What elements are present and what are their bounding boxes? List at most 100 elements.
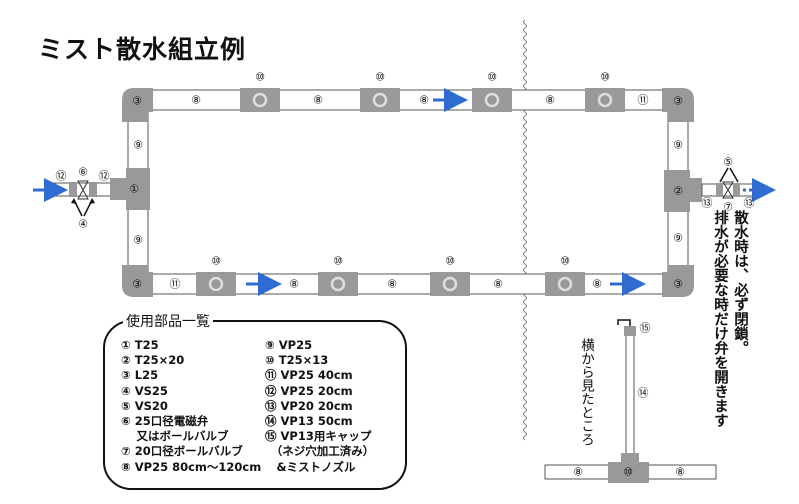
parts-list-item: ⑤ VS20 (121, 398, 168, 413)
label-pipe8: ⑧ (545, 94, 555, 107)
label-pipe8: ⑧ (191, 94, 201, 107)
tee-fitting (430, 272, 470, 296)
tee-fitting (585, 88, 625, 112)
label-tee: ⑩ (211, 255, 221, 268)
cap (624, 326, 636, 336)
label-pipe14: ⑭ (638, 387, 649, 400)
label-tee: ⑩ (445, 255, 455, 268)
parts-list-item: ⑩ T25×13 (265, 353, 329, 368)
label-tee: ⑩ (600, 71, 610, 84)
label-pipe8: ⑧ (592, 278, 602, 291)
riser-hole-icon (484, 92, 500, 108)
socket-right (733, 183, 740, 197)
label-tee-reducer: ② (673, 185, 683, 198)
parts-list-item: ② T25×20 (121, 353, 185, 368)
label-pipe8: ⑧ (289, 278, 299, 291)
riser-hole-icon (252, 92, 268, 108)
label-cap15: ⑮ (640, 322, 651, 335)
label-tee: ⑩ (333, 255, 343, 268)
tee-fitting (240, 88, 280, 112)
parts-list-item: ⑨ VP25 (265, 338, 313, 352)
pointer-arrow (719, 167, 729, 183)
parts-list-title: 使用部品一覧 (123, 311, 213, 331)
label-pipe8: ⑧ (493, 278, 503, 291)
label-pipe11: ⑪ (170, 278, 181, 291)
parts-list-item: ⑥ 25口径電磁弁 又はボールバルブ (121, 414, 229, 444)
side-tee (608, 453, 649, 483)
elbow-bottom-right (662, 265, 694, 297)
parts-list-item: ⑪ VP25 40cm (265, 368, 353, 383)
parts-list-item: ⑧ VP25 80cm～120cm (121, 459, 262, 474)
parts-list-item: ⑦ 20口径ボールバルブ (121, 444, 243, 459)
tee-fitting (545, 272, 585, 296)
label-pipe9: ⑨ (673, 139, 683, 152)
parts-list-item: ⑮ VP13用キャップ （ネジ穴加工済み） &ミストノズル (265, 429, 375, 474)
pointer-arrowheads (71, 198, 95, 204)
tee-fitting (196, 272, 236, 296)
page-title: ミスト散水組立例 (38, 35, 247, 64)
label-tee: ⑩ (255, 71, 265, 84)
mist-nozzle-icon (617, 319, 631, 326)
label-tee: ⑩ (487, 71, 497, 84)
label-valve7: ⑦ (723, 201, 733, 214)
tee-main (110, 168, 150, 210)
label-pipe11: ⑪ (638, 94, 649, 107)
break-line (523, 19, 527, 441)
side-view-caption: 横から見たところ (578, 338, 594, 446)
label-pipe9: ⑨ (673, 232, 683, 245)
label-pipe13: ⑬ (744, 197, 755, 210)
tee-fitting (318, 272, 358, 296)
label-pipe13: ⑬ (702, 197, 713, 210)
parts-list-item: ⑭ VP13 50cm (265, 414, 353, 429)
label-pipe8: ⑧ (675, 466, 685, 479)
label-pipe8: ⑧ (573, 466, 583, 479)
valve-icon (77, 180, 89, 200)
riser-hole-icon (597, 92, 613, 108)
parts-list-item: ③ L25 (121, 368, 159, 383)
label-tee: ⑩ (623, 466, 633, 479)
parts-list-item: ① T25 (121, 338, 159, 352)
label-pipe9: ⑨ (133, 234, 143, 247)
tee-fitting (360, 88, 400, 112)
socket-right (89, 182, 97, 197)
note-line1: 散水時は、必ず閉鎖。 (732, 210, 748, 355)
label-tee-main: ① (129, 183, 139, 196)
label-socket20: ⑤ (723, 156, 733, 169)
riser-hole-icon (330, 276, 346, 292)
label-tee: ⑩ (560, 255, 570, 268)
parts-list-item: ⑫ VP25 20cm (265, 383, 353, 398)
label-pipe9: ⑨ (133, 139, 143, 152)
label-pipe8: ⑧ (387, 278, 397, 291)
label-elbow: ③ (132, 278, 142, 291)
label-elbow: ③ (673, 95, 683, 108)
riser-hole-icon (372, 92, 388, 108)
tee-fitting (472, 88, 512, 112)
tee-reducer (664, 170, 702, 212)
label-valve6: ⑥ (78, 166, 88, 179)
note-line2: 排水が必要な時だけ弁を開きます (712, 210, 728, 428)
elbow-top-left (122, 88, 153, 122)
label-pipe12: ⑫ (56, 170, 67, 183)
label-pipe12: ⑫ (99, 170, 110, 183)
valve-icon (722, 181, 734, 199)
pointer-arrow (729, 167, 739, 183)
parts-list-item: ⑬ VP20 20cm (265, 398, 353, 413)
riser-hole-icon (442, 276, 458, 292)
label-tee: ⑩ (375, 71, 385, 84)
elbow-top-right (662, 88, 694, 122)
elbow-bottom-left (122, 265, 153, 297)
riser-hole-icon (208, 276, 224, 292)
label-elbow: ③ (132, 95, 142, 108)
socket-left (69, 182, 77, 197)
inlet-pipe (53, 182, 115, 197)
label-elbow: ③ (673, 278, 683, 291)
label-socket25: ④ (78, 218, 88, 231)
riser-pipe (625, 332, 635, 458)
riser-hole-icon (557, 276, 573, 292)
socket-left (716, 183, 723, 197)
parts-list-item: ④ VS25 (121, 383, 168, 398)
